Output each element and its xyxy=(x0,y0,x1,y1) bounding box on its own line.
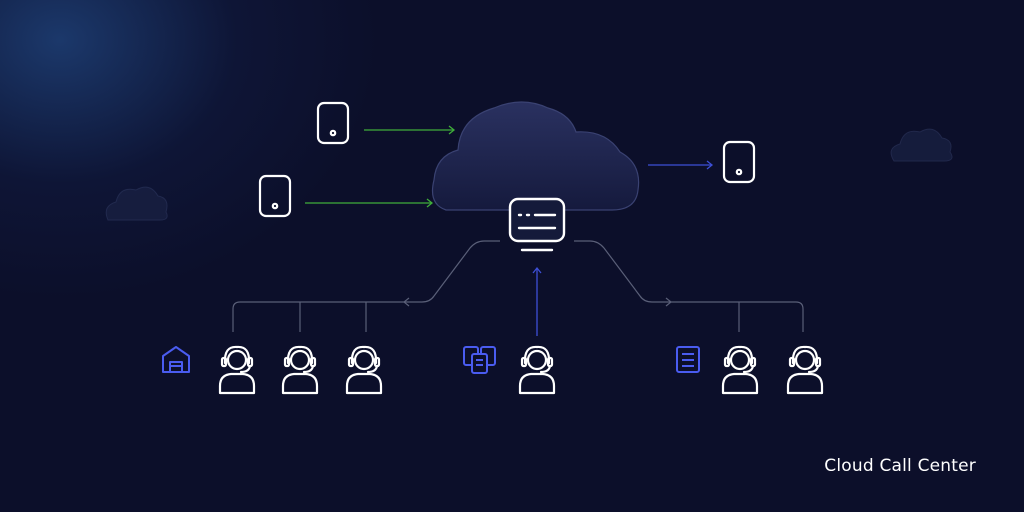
faint-cloud-right-icon xyxy=(890,128,953,162)
incoming-call-arrow-1 xyxy=(364,125,456,135)
cloud-icon xyxy=(431,101,640,211)
faint-cloud-left-icon xyxy=(105,186,168,221)
headset-agent-icon xyxy=(281,345,319,395)
incoming-call-arrow-2 xyxy=(305,198,434,208)
diagram-caption: Cloud Call Center xyxy=(824,456,976,476)
headset-agent-icon xyxy=(721,345,759,395)
smartphone-icon xyxy=(722,140,756,184)
headset-agent-icon xyxy=(218,345,256,395)
agents-group xyxy=(218,345,824,395)
smartphone-icon xyxy=(258,174,292,218)
documents-icon xyxy=(463,346,496,374)
outgoing-call-arrow xyxy=(648,160,714,170)
agent-to-server-arrow xyxy=(532,266,542,336)
smartphone-icon xyxy=(316,101,350,145)
headset-agent-icon xyxy=(786,345,824,395)
headset-agent-icon xyxy=(345,345,383,395)
monitor-icon xyxy=(508,197,566,252)
routing-connectors xyxy=(232,240,804,332)
headset-agent-icon xyxy=(518,345,556,395)
warehouse-icon xyxy=(162,346,190,373)
office-building-icon xyxy=(676,346,700,373)
